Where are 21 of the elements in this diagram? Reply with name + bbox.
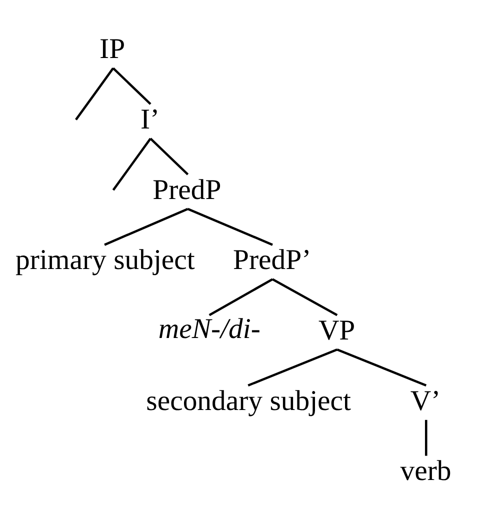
node-text: PredP — [152, 174, 222, 206]
connector — [248, 348, 338, 387]
connector — [424, 420, 428, 456]
connector — [336, 348, 427, 387]
connector — [187, 208, 273, 246]
node-text: primary subject — [16, 244, 195, 276]
node-text: meN-/di- — [158, 313, 260, 346]
connector — [272, 278, 338, 316]
node-text: verb — [400, 455, 452, 488]
connector — [112, 67, 152, 105]
node-text: VP — [318, 314, 356, 347]
connector — [104, 208, 188, 246]
node-text: secondary subject — [146, 384, 352, 417]
connector — [208, 278, 274, 316]
node-text: V’ — [410, 384, 441, 417]
node-text: I’ — [140, 103, 160, 136]
connector — [75, 68, 114, 120]
node-text: PredP’ — [233, 244, 312, 276]
node-text: IP — [100, 33, 126, 66]
connector — [150, 138, 189, 176]
connector — [112, 138, 152, 191]
